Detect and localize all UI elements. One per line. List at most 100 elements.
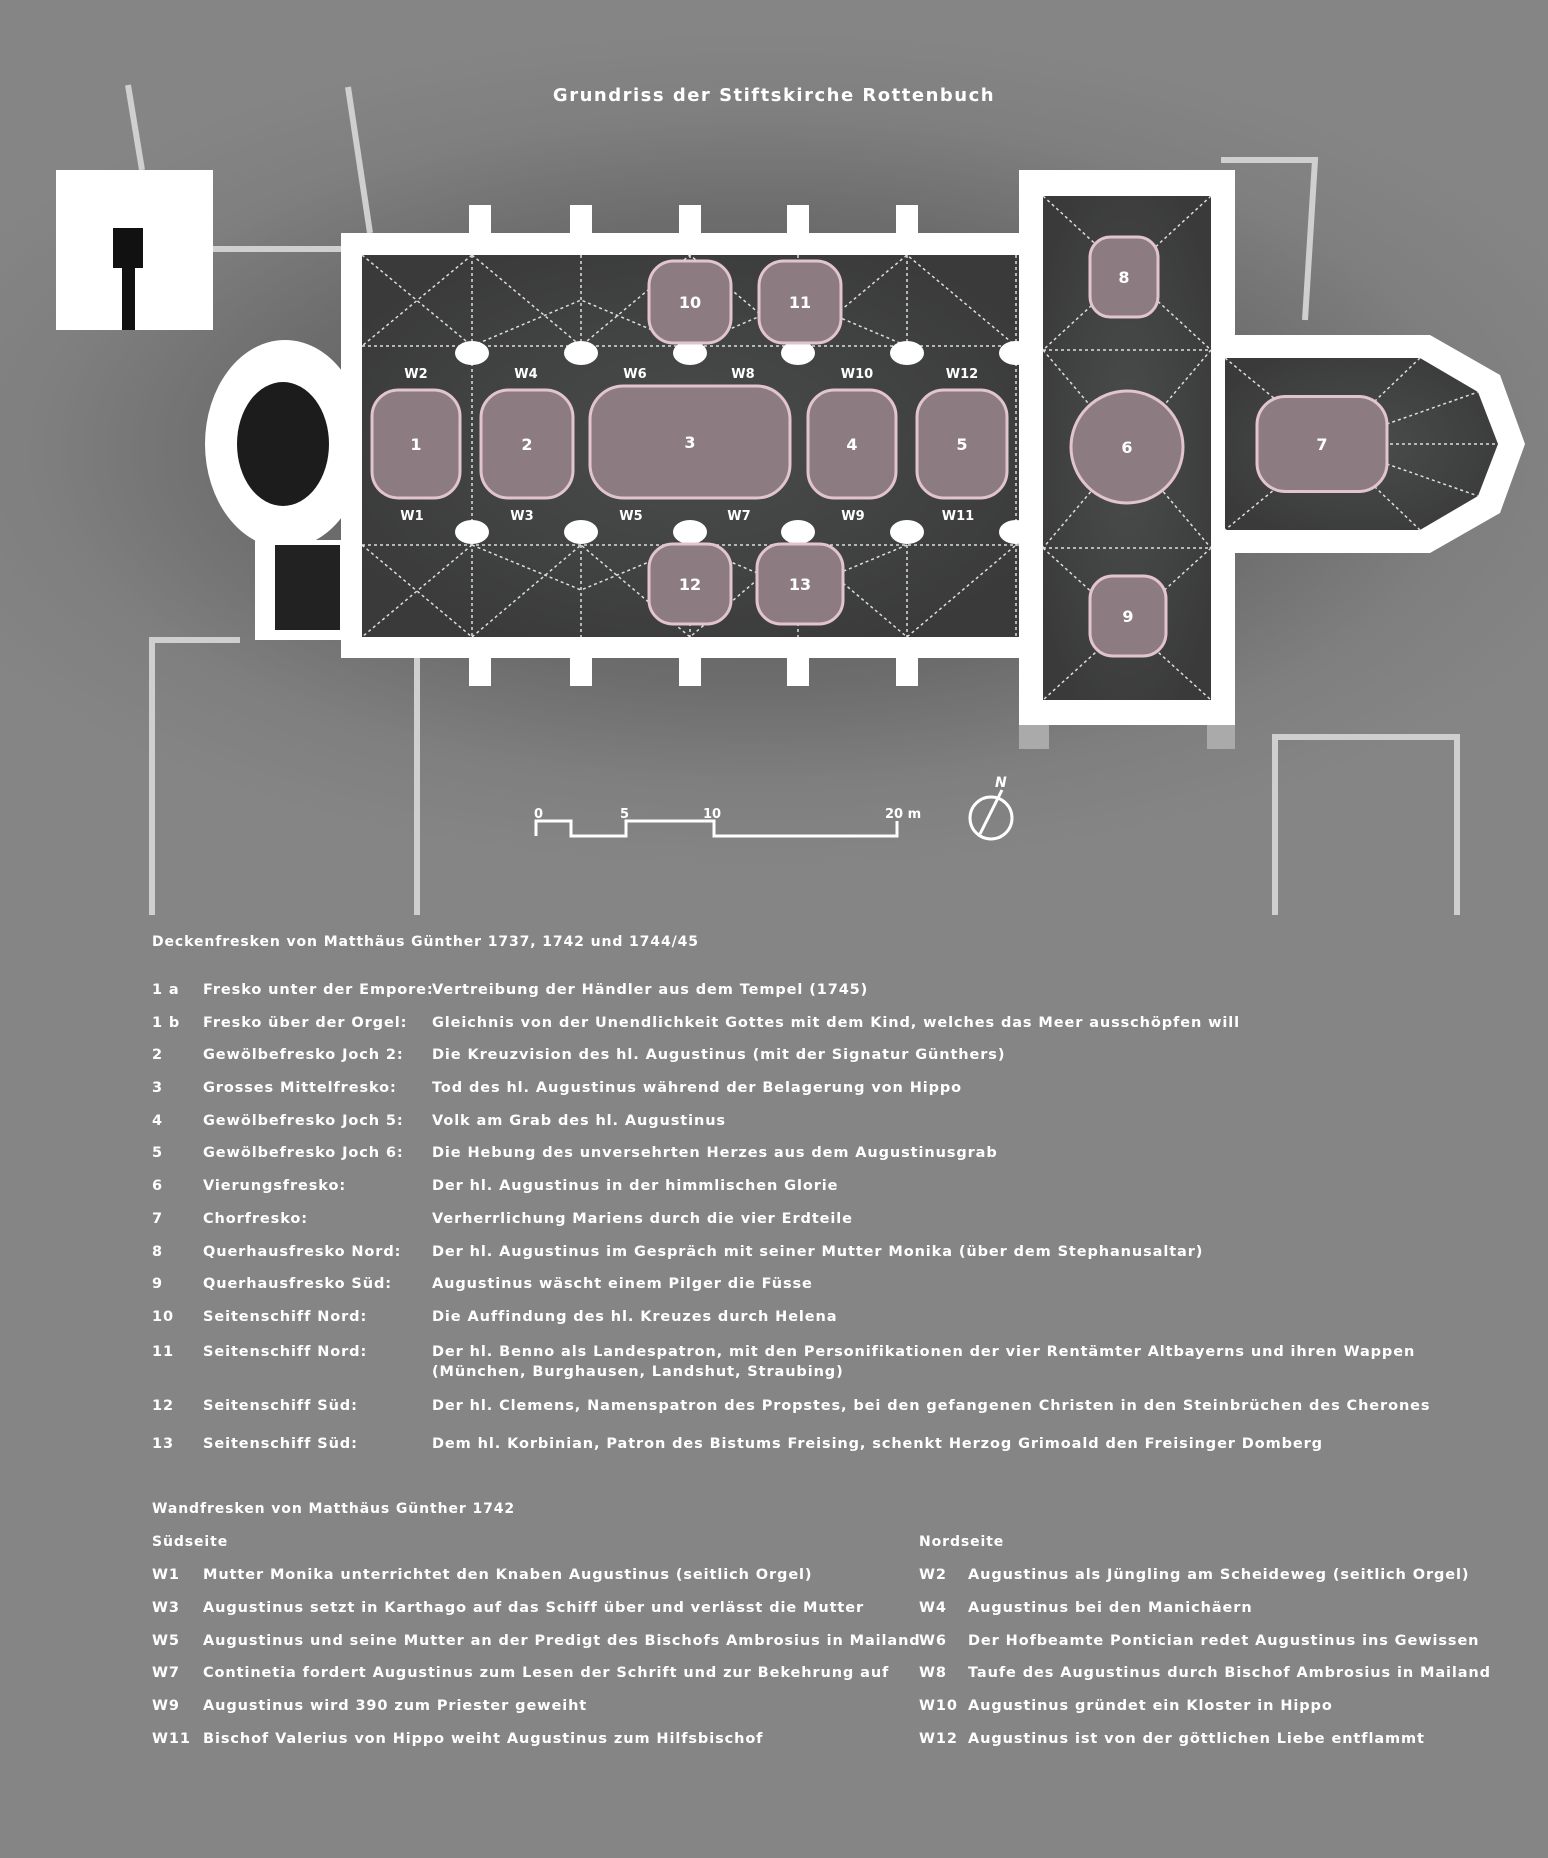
ceiling-row-place: Fresko über der Orgel: <box>203 1015 408 1031</box>
ceiling-row-number: 3 <box>152 1080 163 1096</box>
pier <box>890 520 924 544</box>
fresco-2: 2 <box>479 388 575 500</box>
ceiling-row-number: 12 <box>152 1398 174 1414</box>
scale-label-0: 0 <box>534 807 543 822</box>
wall-label-south: W1 <box>400 509 423 524</box>
ceiling-row-number: 13 <box>152 1436 174 1452</box>
fresco-number: 11 <box>789 293 811 312</box>
fresco-number: 9 <box>1122 607 1133 626</box>
ceiling-row-description: Vertreibung der Händler aus dem Tempel (… <box>432 982 869 998</box>
ceiling-row-number: 2 <box>152 1047 163 1063</box>
ceiling-row-description: Volk am Grab des hl. Augustinus <box>432 1113 726 1129</box>
south-row-description: Bischof Valerius von Hippo weiht Augusti… <box>203 1731 764 1747</box>
south-row-number: W7 <box>152 1665 180 1682</box>
wall-label-north: W12 <box>946 367 978 382</box>
south-row-number: W1 <box>152 1567 180 1583</box>
fresco-number: 8 <box>1118 268 1129 287</box>
south-row-description: Continetia fordert Augustinus zum Lesen … <box>203 1665 890 1682</box>
wall-label-south: W9 <box>841 509 864 524</box>
pier <box>455 520 489 544</box>
fresco-number: 3 <box>684 433 695 452</box>
north-row-description: Taufe des Augustinus durch Bischof Ambro… <box>968 1665 1491 1682</box>
plan-title: Grundriss der Stiftskirche Rottenbuch <box>553 85 995 106</box>
ceiling-row-number: 5 <box>152 1145 163 1161</box>
scale-label-10: 10 <box>703 807 721 822</box>
north-row-number: W10 <box>919 1698 958 1715</box>
ceiling-row-place: Querhausfresko Süd: <box>203 1276 392 1292</box>
ceiling-row-description-cont: (München, Burghausen, Landshut, Straubin… <box>432 1364 844 1380</box>
pier <box>564 520 598 544</box>
north-row-description: Augustinus ist von der göttlichen Liebe … <box>968 1731 1425 1747</box>
pier <box>673 520 707 544</box>
ceiling-row-place: Querhausfresko Nord: <box>203 1244 402 1260</box>
north-label: N <box>995 775 1007 791</box>
ceiling-row-description: Die Auffindung des hl. Kreuzes durch Hel… <box>432 1309 838 1325</box>
wall-label-north: W6 <box>623 367 646 382</box>
north-row-description: Augustinus gründet ein Kloster in Hippo <box>968 1698 1333 1715</box>
pier <box>890 341 924 365</box>
wall-label-north: W10 <box>841 367 873 382</box>
fresco-11: 11 <box>757 259 843 345</box>
fresco-9: 9 <box>1088 574 1168 658</box>
north-row-description: Augustinus bei den Manichäern <box>968 1599 1253 1616</box>
ceiling-heading: Deckenfresken von Matthäus Günther 1737,… <box>152 934 699 950</box>
buttress <box>787 656 809 686</box>
fresco-12: 12 <box>647 542 733 626</box>
buttress <box>469 205 491 235</box>
ceiling-row-number: 1 a <box>152 982 180 998</box>
ceiling-row-description: Verherrlichung Mariens durch die vier Er… <box>432 1211 853 1227</box>
south-row-description: Mutter Monika unterrichtet den Knaben Au… <box>203 1567 813 1583</box>
ceiling-row-place: Seitenschiff Süd: <box>203 1436 358 1452</box>
fresco-number: 4 <box>846 435 857 454</box>
scale-label-20: 20 m <box>885 807 921 822</box>
ceiling-row-place: Seitenschiff Süd: <box>203 1398 358 1414</box>
fresco-5: 5 <box>915 388 1009 500</box>
wall-heading: Wandfresken von Matthäus Günther 1742 <box>152 1501 516 1517</box>
south-row-description: Augustinus wird 390 zum Priester geweiht <box>203 1698 588 1715</box>
fresco-4: 4 <box>806 388 898 500</box>
ceiling-row-description: Der hl. Clemens, Namenspatron des Propst… <box>432 1398 1431 1414</box>
west-porch <box>205 340 365 640</box>
wall-label-south: W3 <box>510 509 533 524</box>
ceiling-row-description: Augustinus wäscht einem Pilger die Füsse <box>432 1276 813 1292</box>
ceiling-row-place: Gewölbefresko Joch 2: <box>203 1047 404 1063</box>
ceiling-row-number: 9 <box>152 1276 163 1292</box>
ceiling-row-number: 8 <box>152 1244 163 1260</box>
north-row-number: W8 <box>919 1665 947 1682</box>
fresco-1: 1 <box>370 388 462 500</box>
ceiling-row-description: Dem hl. Korbinian, Patron des Bistums Fr… <box>432 1436 1323 1452</box>
south-row-description: Augustinus setzt in Karthago auf das Sch… <box>203 1599 865 1616</box>
buttress <box>679 656 701 686</box>
ceiling-row-number: 7 <box>152 1211 163 1227</box>
fresco-number: 7 <box>1316 435 1327 454</box>
ceiling-row-number: 1 b <box>152 1015 181 1031</box>
ceiling-row-place: Vierungsfresko: <box>203 1178 347 1194</box>
fresco-number: 10 <box>679 293 701 312</box>
north-row-description: Der Hofbeamte Pontician redet Augustinus… <box>968 1632 1480 1649</box>
ceiling-row-number: 4 <box>152 1113 163 1129</box>
wall-label-south: W7 <box>727 509 750 524</box>
ceiling-row-place: Grosses Mittelfresko: <box>203 1080 397 1096</box>
fresco-10: 10 <box>647 259 733 345</box>
fresco-number: 6 <box>1121 438 1132 457</box>
fresco-13: 13 <box>755 542 845 626</box>
fresco-8: 8 <box>1088 235 1160 319</box>
fresco-number: 13 <box>789 575 811 594</box>
north-row-number: W6 <box>919 1632 947 1649</box>
fresco-number: 5 <box>956 435 967 454</box>
north-arrow-icon: N <box>968 775 1014 841</box>
ceiling-row-place: Seitenschiff Nord: <box>203 1344 368 1360</box>
buttress <box>896 205 918 235</box>
ceiling-row-description: Der hl. Augustinus im Gespräch mit seine… <box>432 1244 1204 1260</box>
north-heading: Nordseite <box>919 1534 1005 1550</box>
south-row-number: W11 <box>152 1731 191 1747</box>
scale-label-5: 5 <box>620 807 629 822</box>
scale-bar: 0 5 10 20 m <box>534 807 921 838</box>
ceiling-row-description: Tod des hl. Augustinus während der Belag… <box>432 1080 963 1096</box>
fresco-number: 12 <box>679 575 701 594</box>
fresco-number: 1 <box>410 435 421 454</box>
wall-label-south: W5 <box>619 509 642 524</box>
